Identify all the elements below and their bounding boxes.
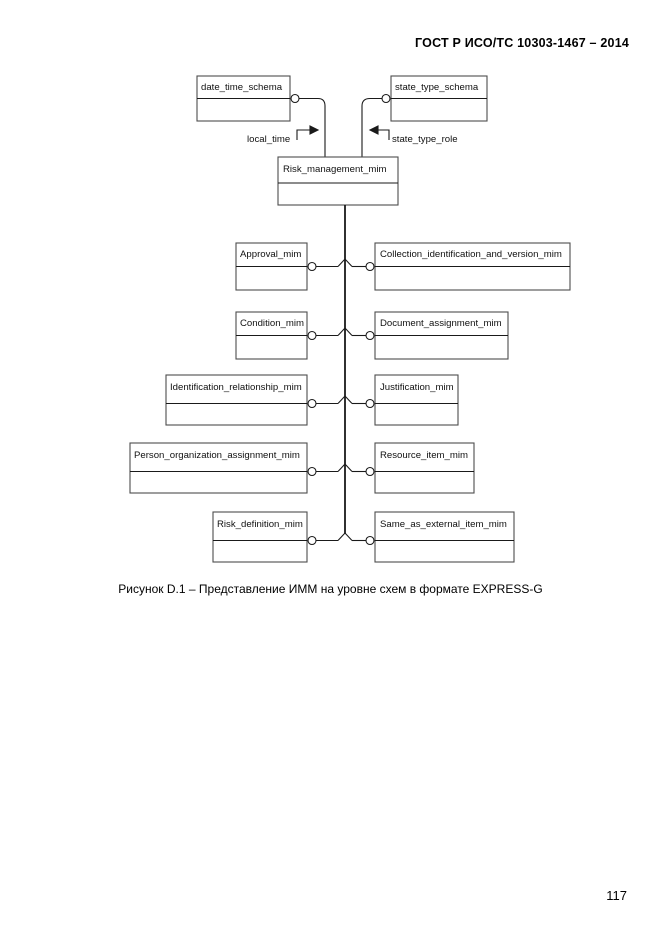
box-label-resource-item-mim: Resource_item_mim xyxy=(380,450,468,461)
box-collection-identification-and-version-mim xyxy=(374,242,571,291)
box-person-organization-assignment-mim xyxy=(129,442,308,494)
box-label-risk-management-mim: Risk_management_mim xyxy=(283,164,387,175)
box-label-date-time-schema: date_time_schema xyxy=(201,82,283,93)
box-label-person-organization-assignment-mim: Person_organization_assignment_mim xyxy=(134,450,300,461)
box-date-time-schema xyxy=(196,75,291,122)
figure-caption: Рисунок D.1 – Представление ИММ на уровн… xyxy=(118,582,543,596)
box-risk-management-mim xyxy=(277,156,399,206)
figure-express-g-diagram: date_time_schema state_type_schema local… xyxy=(129,75,571,563)
box-state-type-schema xyxy=(390,75,488,122)
box-resource-item-mim xyxy=(374,442,475,494)
edge-label-local-time: local_time xyxy=(247,134,291,145)
box-approval-mim xyxy=(235,242,308,291)
box-justification-mim xyxy=(374,374,459,426)
page-header: ГОСТ Р ИСО/ТС 10303-1467 – 2014 xyxy=(415,36,629,50)
box-risk-definition-mim xyxy=(212,511,308,563)
box-label-approval-mim: Approval_mim xyxy=(240,249,302,260)
box-same-as-external-item-mim xyxy=(374,511,515,563)
box-label-identification-relationship-mim: Identification_relationship_mim xyxy=(170,382,302,393)
box-label-collection-identification-and-version-mim: Collection_identification_and_version_mi… xyxy=(380,249,562,260)
box-condition-mim xyxy=(235,311,308,360)
box-document-assignment-mim xyxy=(374,311,509,360)
box-label-risk-definition-mim: Risk_definition_mim xyxy=(217,519,303,530)
box-label-document-assignment-mim: Document_assignment_mim xyxy=(380,318,502,329)
diagram-canvas xyxy=(129,75,571,563)
box-label-state-type-schema: state_type_schema xyxy=(395,82,479,93)
page-number: 117 xyxy=(606,888,627,903)
box-label-same-as-external-item-mim: Same_as_external_item_mim xyxy=(380,519,507,530)
box-label-justification-mim: Justification_mim xyxy=(380,382,454,393)
edge-label-state-type-role: state_type_role xyxy=(392,134,458,145)
box-identification-relationship-mim xyxy=(165,374,308,426)
box-label-condition-mim: Condition_mim xyxy=(240,318,304,329)
